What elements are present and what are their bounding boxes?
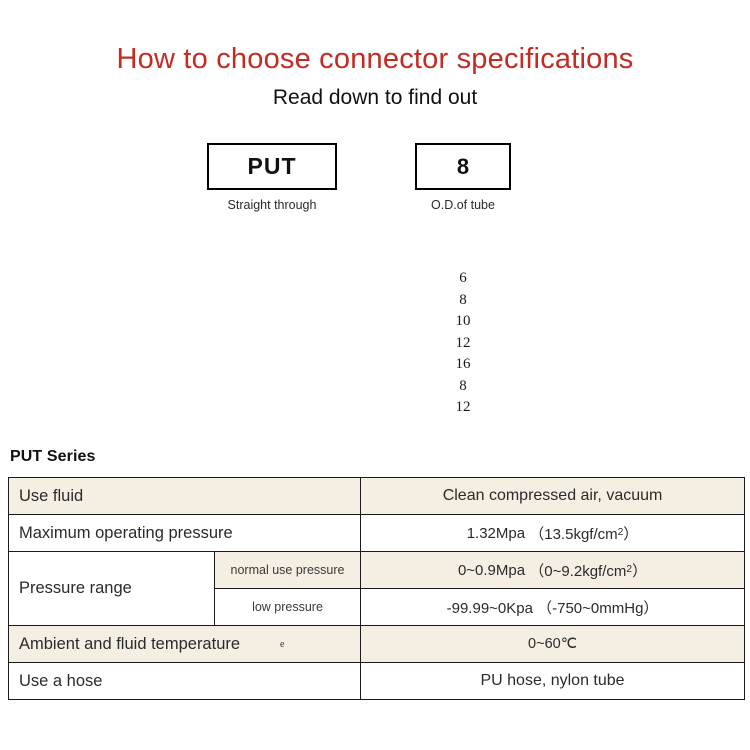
code-segment-series: PUT Straight through: [207, 142, 337, 213]
table-row: Ambient and fluid temperature e 0~60℃: [7, 625, 746, 663]
spec-table-heading: PUT Series: [10, 448, 96, 465]
spec-label-ambient-fluid-temperature: Ambient and fluid temperature e: [7, 625, 362, 663]
spec-table: Use fluid Clean compressed air, vacuum M…: [7, 477, 746, 700]
tube-size-code-caption: O.D.of tube: [431, 197, 495, 212]
spec-value-use-a-hose: PU hose, nylon tube: [360, 662, 746, 700]
part-number-builder: PUT Straight through 8 O.D.of tube: [0, 142, 750, 238]
list-item: 6: [459, 270, 467, 286]
spec-label-text: Maximum operating pressure: [19, 524, 233, 543]
spec-label-text: Use a hose: [19, 671, 103, 690]
value-paren-open: （13.5kgf/cm: [529, 525, 618, 543]
spec-label-max-operating-pressure: Maximum operating pressure: [7, 514, 362, 552]
page-title: How to choose connector specifications: [116, 43, 634, 75]
spec-label-text: Use fluid: [19, 486, 84, 505]
spec-value-text: Clean compressed air, vacuum: [442, 487, 663, 504]
list-item: 12: [455, 334, 471, 351]
spec-label-use-a-hose: Use a hose: [7, 662, 362, 700]
tube-size-code-box: 8: [415, 142, 511, 190]
list-item: 8: [459, 291, 467, 308]
spec-sublabel-normal-use-pressure: normal use pressure: [213, 551, 362, 589]
spec-value-low-pressure: -99.99~0Kpa （-750~0mmHg）: [360, 588, 746, 626]
spec-label-text: Ambient and fluid temperature: [19, 634, 241, 653]
tube-size-option-list: 6 8 10 12 16 8 12: [415, 268, 511, 419]
page-header: How to choose connector specifications R…: [0, 0, 750, 109]
table-row: Use fluid Clean compressed air, vacuum: [7, 477, 746, 515]
spec-value-text: -99.99~0Kpa （-750~0mmHg）: [446, 599, 659, 617]
spec-sublabel-text: low pressure: [252, 600, 323, 614]
list-item: 12: [455, 399, 471, 415]
value-prefix: 0~0.9Mpa: [457, 561, 526, 579]
list-item: 10: [455, 313, 471, 329]
spec-sublabel-low-pressure: low pressure: [213, 588, 362, 626]
spec-value-ambient-fluid-temperature: 0~60℃: [360, 625, 746, 663]
series-code-caption: Straight through: [227, 197, 317, 212]
spec-value-text: PU hose, nylon tube: [480, 672, 625, 689]
spec-label-pressure-range: Pressure range: [8, 551, 215, 626]
spec-label-text: Pressure range: [19, 579, 132, 597]
list-item: 8: [459, 377, 467, 394]
page-subtitle: Read down to find out: [272, 85, 478, 109]
spec-sublabel-text: normal use pressure: [230, 563, 345, 577]
table-row: Pressure range normal use pressure 0~0.9…: [8, 551, 746, 626]
value-paren-open: （0~9.2kgf/cm: [529, 562, 627, 580]
value-paren-close: ）: [623, 525, 639, 543]
list-item: 16: [455, 356, 471, 372]
spec-label-inner: Maximum operating pressure: [19, 523, 233, 542]
spec-value-use-fluid: Clean compressed air, vacuum: [360, 477, 746, 515]
value-paren-close: ）: [632, 562, 648, 580]
spec-label-use-fluid: Use fluid: [7, 477, 362, 515]
value-prefix: 1.32Mpa: [466, 524, 526, 542]
table-row: Maximum operating pressure 1.32Mpa （13.5…: [7, 514, 746, 552]
series-code-box: PUT: [207, 142, 337, 190]
spec-value-text: 0~60℃: [528, 636, 577, 652]
table-row: Use a hose PU hose, nylon tube: [7, 662, 746, 700]
spec-section: PUT Series Use fluid Clean compressed ai…: [7, 448, 746, 700]
stray-mark: e: [280, 638, 285, 650]
code-segment-tube-size: 8 O.D.of tube: [415, 142, 511, 213]
